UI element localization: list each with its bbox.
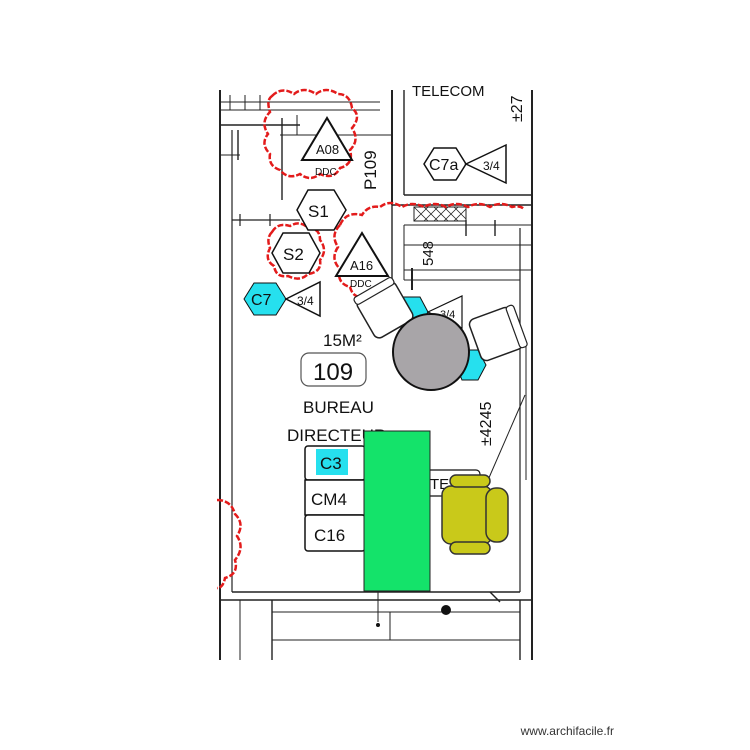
tag-s1: S1 [296,189,347,231]
room-name-line1: BUREAU [303,398,374,417]
svg-text:S1: S1 [308,202,329,221]
dimension-top-right: ±27 [509,95,526,122]
svg-text:C7: C7 [251,292,272,309]
tag-c3: C3 [320,454,342,473]
round-table [392,313,470,391]
tag-a08: A08 DDC [300,116,354,178]
tag-c7a: C7a 3/4 [423,143,507,185]
visitor-chair-right [468,304,528,362]
office-chair [441,474,509,555]
svg-text:DDC: DDC [350,279,372,290]
svg-text:C7a: C7a [429,157,458,174]
tag-s2: S2 [271,232,321,274]
room-name-line2: DIRECTEUR [287,426,386,445]
room-area: 15M² [323,331,362,350]
tag-cm4: CM4 [311,490,347,509]
tag-c16: C16 [314,526,345,545]
door-tag-p109: P109 [361,150,380,190]
svg-text:A08: A08 [316,142,339,157]
tick-dot [376,623,380,627]
desk [363,430,431,592]
tag-stack: C3 CM4 C16 [304,445,366,552]
svg-text:DDC: DDC [315,167,337,178]
svg-text:A16: A16 [350,258,373,273]
room-number-box [300,352,367,387]
walls [219,90,533,660]
watermark: www.archifacile.fr [520,724,614,738]
svg-text:3/4: 3/4 [297,294,314,308]
tag-c7: C7 3/4 [243,280,321,318]
room-number: 109 [313,359,353,386]
visitor-chair-left [353,276,414,339]
dimension-door-width: 548 [420,241,437,266]
svg-text:S2: S2 [283,245,304,264]
hatched-block [413,206,467,222]
dimension-height: ±4245 [478,402,495,446]
floor-outlet-dot [441,605,451,615]
svg-text:3/4: 3/4 [483,159,500,173]
hatch-pattern [413,206,467,222]
neighbor-room-label: TELECOM [412,83,485,100]
tag-a16: A16 DDC [334,231,390,290]
